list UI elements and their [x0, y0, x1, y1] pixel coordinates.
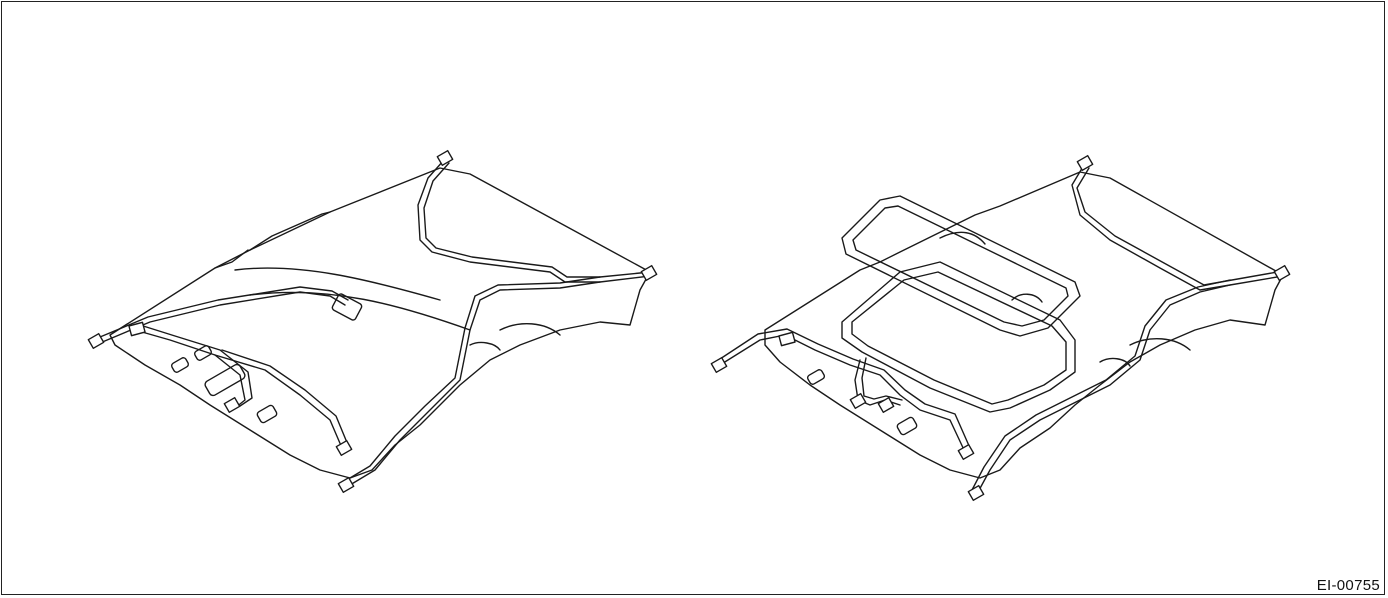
headliner-contour-rear	[1099, 337, 1191, 367]
harness-wire	[1076, 167, 1284, 286]
connector	[877, 396, 895, 414]
connector	[957, 443, 975, 461]
connector	[640, 264, 658, 282]
connector	[1076, 154, 1094, 172]
dome-light-recess	[331, 293, 363, 321]
headliner-harness-standard	[87, 149, 658, 494]
grab-hole	[896, 416, 918, 436]
harness-wire	[134, 329, 246, 409]
connector	[335, 439, 353, 457]
connector	[128, 321, 146, 337]
harness-wire	[971, 279, 1231, 491]
figure-id: EI-00755	[1316, 577, 1380, 594]
harness-wire	[423, 162, 651, 278]
connector	[1273, 264, 1291, 282]
harness-wire	[719, 334, 966, 453]
headliner-outline	[764, 171, 1284, 479]
connector	[436, 149, 454, 167]
sunroof-frame	[841, 195, 1081, 337]
grab-hole	[256, 404, 278, 424]
connector	[967, 484, 985, 502]
harness-wire	[719, 328, 971, 449]
headliner-outline	[109, 167, 651, 479]
sunroof-opening	[841, 261, 1076, 413]
harness-wire	[214, 354, 343, 449]
sunroof-opening-inner	[851, 271, 1067, 405]
headliner-harness-sunroof	[710, 154, 1291, 502]
headliner-contour-rear	[469, 322, 561, 351]
headliner-contour	[939, 231, 1043, 303]
grab-hole	[170, 357, 190, 373]
connector	[778, 331, 796, 347]
grab-hole	[193, 345, 213, 361]
connector	[87, 332, 105, 350]
grab-hole	[204, 363, 246, 397]
harness-wire	[221, 349, 349, 446]
harness-wire	[344, 276, 601, 482]
headliner-front-edge	[214, 211, 331, 269]
harness-wire	[977, 284, 1231, 493]
sunroof-frame-inner	[852, 205, 1069, 327]
connector	[337, 476, 355, 494]
harness-wire	[861, 357, 903, 401]
headliner-contour	[234, 267, 471, 331]
connector	[849, 392, 867, 410]
harness-wire	[99, 286, 349, 338]
connector	[223, 396, 241, 414]
harness-wire	[349, 281, 601, 486]
grab-hole	[806, 369, 826, 385]
harness-wire	[417, 159, 651, 283]
connector	[710, 356, 728, 374]
